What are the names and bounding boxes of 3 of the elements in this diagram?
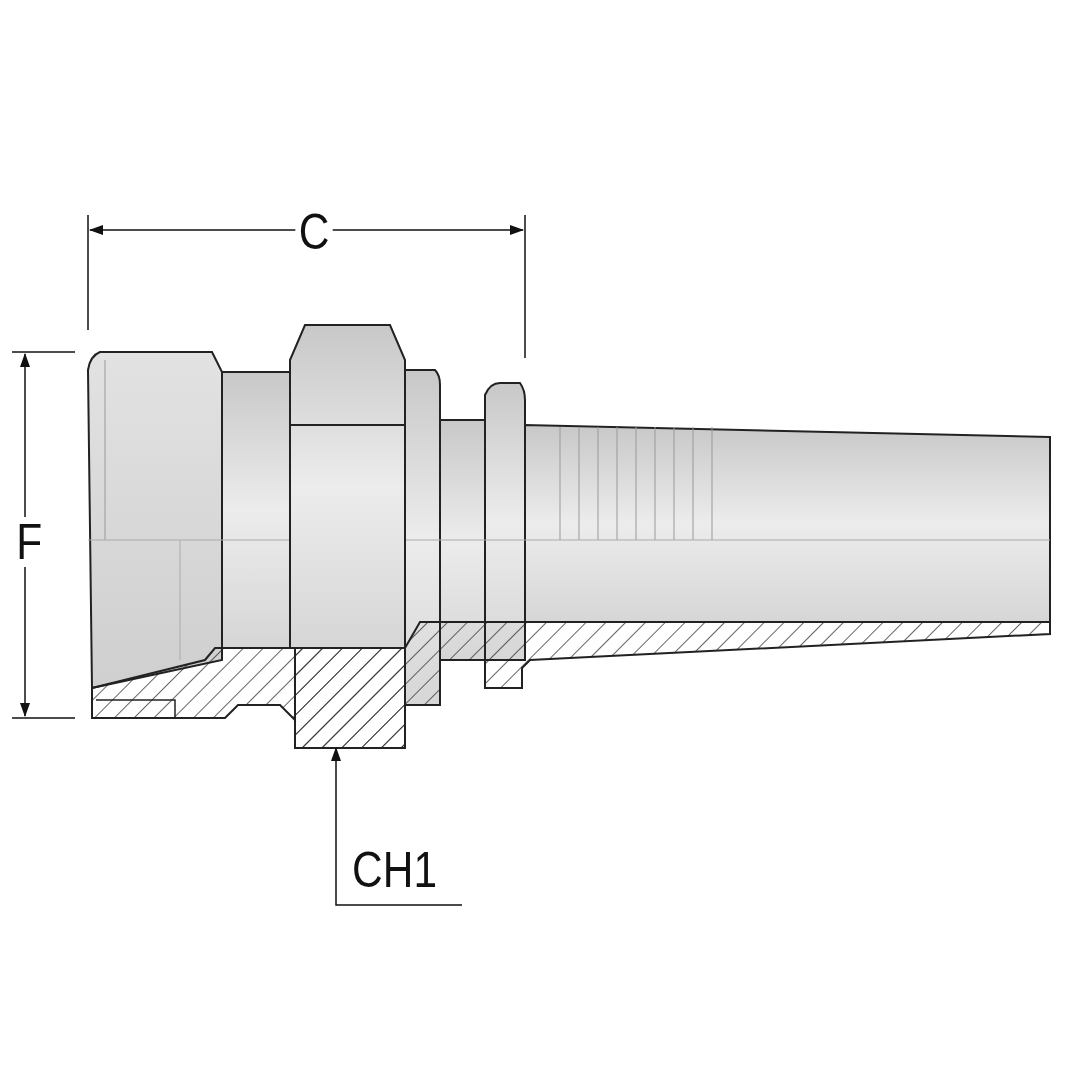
callout-label: CH1 bbox=[352, 845, 438, 895]
leader-line bbox=[331, 747, 463, 906]
hex-nut-drawing bbox=[289, 324, 406, 749]
